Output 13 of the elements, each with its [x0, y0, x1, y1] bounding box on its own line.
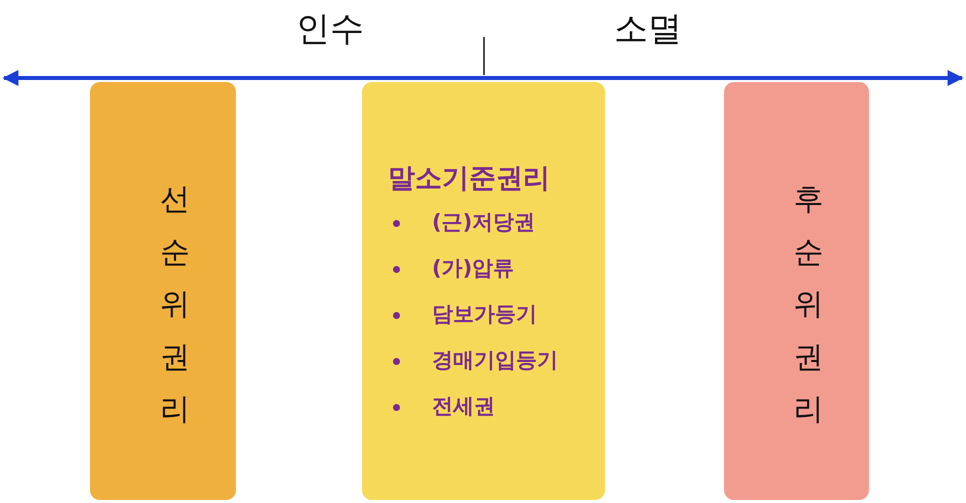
- box-title: 선순위권리: [160, 181, 190, 429]
- section-label: 소멸: [614, 8, 682, 51]
- rights-box: [362, 82, 605, 500]
- section-label: 인수: [296, 8, 364, 51]
- list-item: (가)압류: [432, 255, 514, 282]
- list-item: 담보가등기: [432, 301, 537, 328]
- list-item: (근)저당권: [432, 209, 536, 236]
- box-heading: 말소기준권리: [388, 162, 550, 196]
- list-item: 전세권: [432, 393, 495, 420]
- list-item: 경매기입등기: [432, 347, 558, 374]
- box-title: 후순위권리: [794, 181, 824, 429]
- rights-box: [90, 82, 236, 500]
- rights-box: [724, 82, 869, 500]
